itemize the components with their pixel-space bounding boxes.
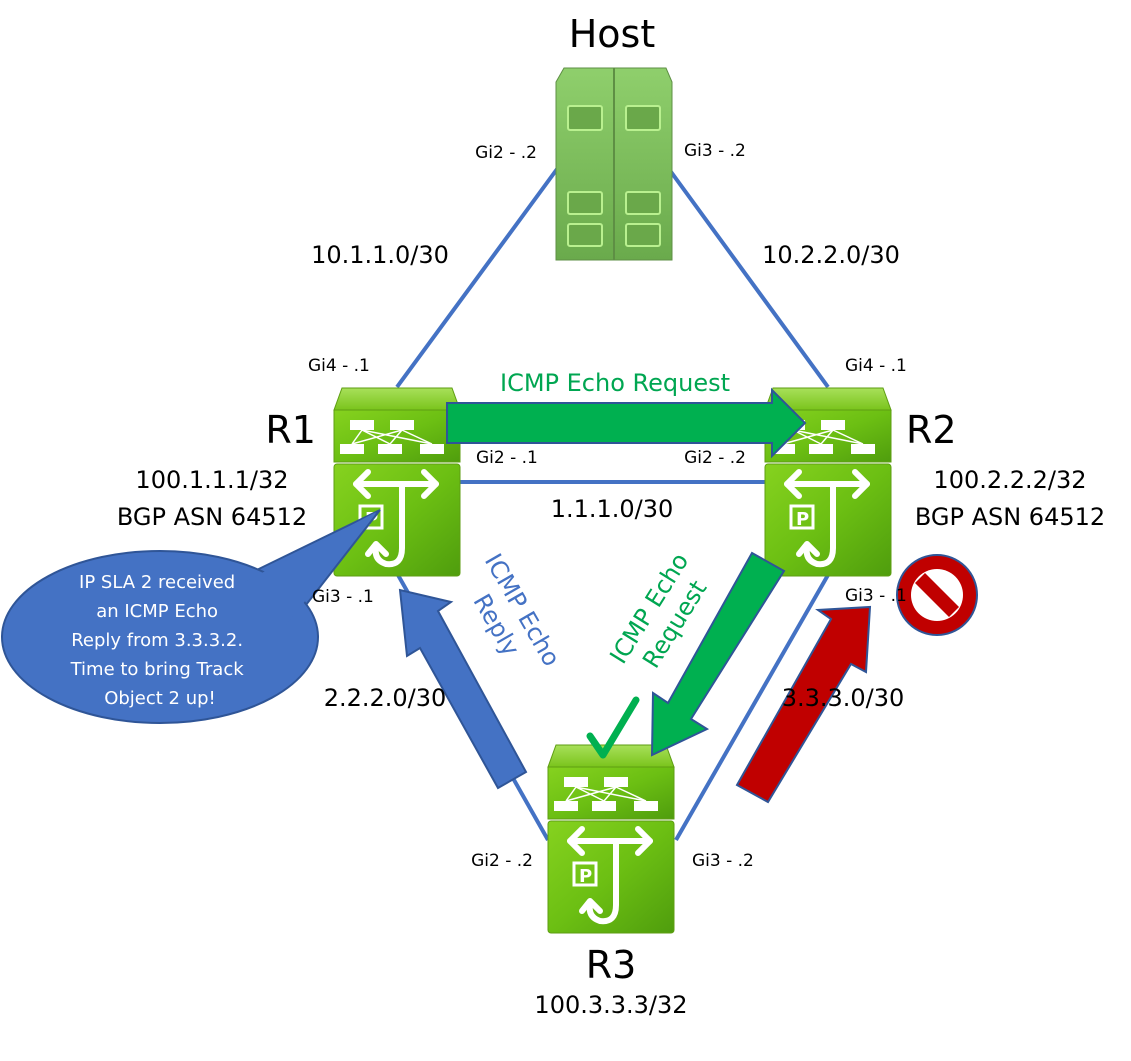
r3-loopback: 100.3.3.3/32 xyxy=(534,991,687,1019)
router-r3-icon[interactable] xyxy=(548,745,674,933)
r3-if-gi2: Gi2 - .2 xyxy=(471,851,533,871)
callout-bubble: IP SLA 2 received an ICMP Echo Reply fro… xyxy=(1,509,381,724)
subnet-r2-r3: 3.3.3.0/30 xyxy=(782,684,905,712)
r1-if-gi4: Gi4 - .1 xyxy=(308,356,370,376)
svg-text:IP SLA 2 received an ICM: IP SLA 2 received an ICMP Echo Reply fro… xyxy=(70,572,250,709)
callout-line-4: Time to bring Track xyxy=(70,659,245,680)
r2-label: R2 xyxy=(906,408,957,452)
flow-label-request-r1-r2: ICMP Echo Request xyxy=(500,369,730,397)
subnet-r1-r3: 2.2.2.0/30 xyxy=(324,684,447,712)
callout-line-5: Object 2 up! xyxy=(104,688,216,709)
r1-if-gi2: Gi2 - .1 xyxy=(476,448,538,468)
callout-line-1: IP SLA 2 received xyxy=(79,572,235,593)
r3-if-gi3: Gi3 - .2 xyxy=(692,851,754,871)
r1-label: R1 xyxy=(265,408,316,452)
callout-line-2: an ICMP Echo xyxy=(96,601,218,622)
checkmark-icon xyxy=(586,696,640,759)
link-host-r1 xyxy=(395,163,562,389)
subnet-host-r1: 10.1.1.0/30 xyxy=(311,241,449,269)
prohibited-icon xyxy=(896,554,978,636)
r2-if-gi4: Gi4 - .1 xyxy=(845,356,907,376)
r2-loopback: 100.2.2.2/32 xyxy=(933,466,1086,494)
blocked-arrow-r3-r2 xyxy=(735,605,872,804)
host-label: Host xyxy=(569,12,656,56)
r2-if-gi2: Gi2 - .2 xyxy=(684,448,746,468)
router-r1-icon[interactable] xyxy=(334,388,460,576)
r1-if-gi3: Gi3 - .1 xyxy=(312,587,374,607)
subnet-host-r2: 10.2.2.0/30 xyxy=(762,241,900,269)
r3-label: R3 xyxy=(586,943,637,987)
r1-loopback: 100.1.1.1/32 xyxy=(135,466,288,494)
r2-bgp-asn: BGP ASN 64512 xyxy=(915,503,1105,531)
host-server-icon[interactable] xyxy=(555,67,673,261)
host-if-gi2: Gi2 - .2 xyxy=(475,143,537,163)
request-arrow-r2-r3 xyxy=(650,551,786,757)
r2-if-gi3: Gi3 - .1 xyxy=(845,586,907,606)
callout-line-3: Reply from 3.3.3.2. xyxy=(71,630,243,651)
r1-bgp-asn: BGP ASN 64512 xyxy=(117,503,307,531)
link-host-r2 xyxy=(664,163,830,389)
subnet-r1-r2: 1.1.1.0/30 xyxy=(551,495,674,523)
request-arrow-r1-r2 xyxy=(446,387,807,459)
link-r2-r3 xyxy=(674,574,830,841)
reply-arrow-r3-r1 xyxy=(398,588,528,790)
host-if-gi3: Gi3 - .2 xyxy=(684,141,746,161)
